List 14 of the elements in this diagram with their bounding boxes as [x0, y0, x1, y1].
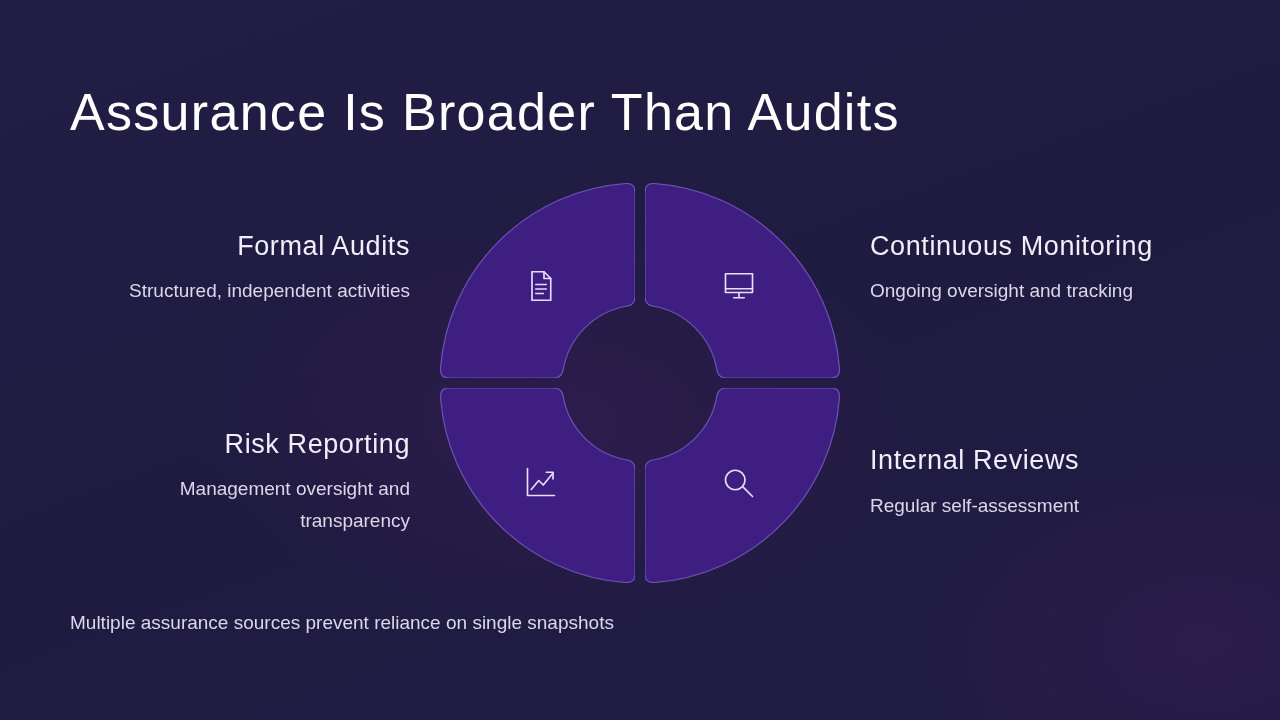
segment-heading: Continuous Monitoring	[870, 230, 1153, 262]
footnote-text: Multiple assurance sources prevent reliance on single snapshots	[70, 611, 614, 635]
segment-heading: Internal Reviews	[870, 444, 1080, 476]
ring-segment	[440, 388, 635, 583]
ring-segment	[440, 183, 635, 378]
ring-segment	[645, 183, 840, 378]
segment-description: Ongoing oversight and tracking	[870, 279, 1134, 303]
segment-description: Management oversight and transparency	[178, 477, 410, 533]
ring-segment	[645, 388, 840, 583]
segment-description: Regular self-assessment	[870, 494, 1081, 518]
segment-heading: Formal Audits	[237, 230, 410, 262]
slide-title: Assurance Is Broader Than Audits	[70, 82, 900, 143]
segment-description: Structured, independent activities	[128, 279, 410, 303]
segment-heading: Risk Reporting	[224, 428, 410, 460]
